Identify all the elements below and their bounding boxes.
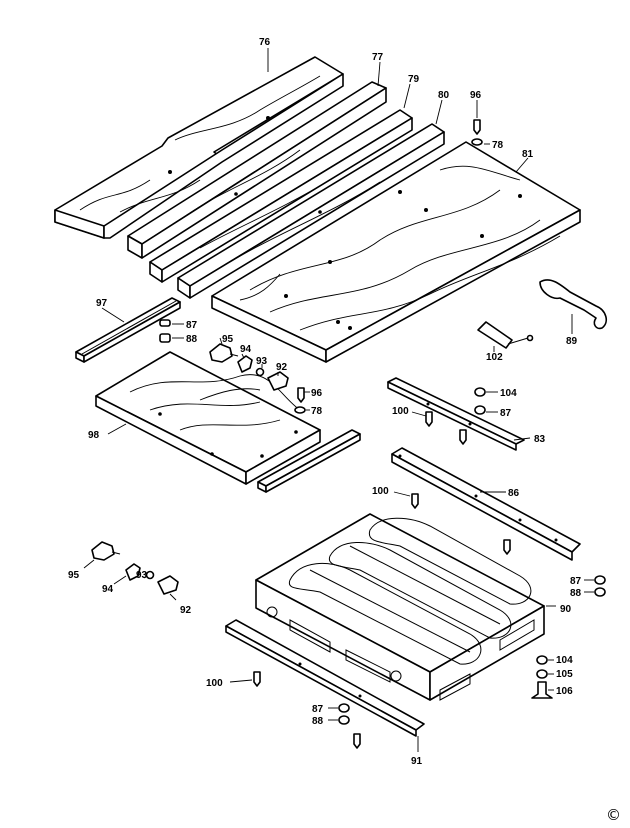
label-79: 79	[408, 74, 420, 85]
label-105: 105	[556, 669, 573, 680]
label-93-upper: 93	[256, 356, 268, 367]
label-91: 91	[411, 756, 423, 767]
label-87-lower: 87	[312, 704, 324, 715]
part-98-rail	[257, 429, 361, 493]
part-76-board	[54, 56, 344, 239]
part-97-rail	[75, 297, 181, 363]
label-83: 83	[534, 434, 546, 445]
part-80-slat	[177, 123, 445, 299]
copyright-mark: ©	[606, 806, 621, 824]
label-87-mid: 87	[500, 408, 512, 419]
label-88-right: 88	[570, 588, 582, 599]
bolt-lower	[353, 733, 361, 749]
part-86-rail	[391, 447, 581, 561]
label-88-lower: 88	[312, 716, 324, 727]
label-98: 98	[88, 430, 100, 441]
label-106: 106	[556, 686, 573, 697]
hardware-83	[425, 387, 486, 445]
label-93-lower: 93	[136, 570, 148, 581]
part-77-slat	[127, 81, 387, 259]
part-102-box-wrench	[477, 321, 534, 349]
label-88-upper: 88	[186, 334, 198, 345]
part-91-rail	[225, 619, 425, 737]
hardware-lower-left	[91, 541, 179, 595]
label-95-upper: 95	[222, 334, 234, 345]
label-78-mid: 78	[311, 406, 323, 417]
label-92-lower: 92	[180, 605, 192, 616]
part-90-base-frame	[255, 513, 545, 701]
label-92-upper: 92	[276, 362, 288, 373]
label-77: 77	[372, 52, 384, 63]
nut-87-lower	[338, 703, 350, 713]
part-83-bar	[387, 377, 525, 451]
label-94-upper: 94	[240, 344, 252, 355]
hardware-right	[531, 575, 606, 699]
nut-88-lower	[338, 715, 350, 725]
label-102: 102	[486, 352, 503, 363]
label-96-mid: 96	[311, 388, 323, 399]
bolt-86	[503, 539, 511, 555]
label-81: 81	[522, 149, 534, 160]
label-86: 86	[508, 488, 520, 499]
leader-lines	[83, 48, 594, 752]
part-100-bolt-lower	[253, 671, 261, 687]
label-96-top: 96	[470, 90, 482, 101]
label-97: 97	[96, 298, 108, 309]
label-104-lower: 104	[556, 655, 573, 666]
label-87-right: 87	[570, 576, 582, 587]
label-95-lower: 95	[68, 570, 80, 581]
part-81-tabletop	[211, 141, 581, 363]
part-79-slat	[149, 109, 413, 283]
part-labels: 76 77 79 80 96 78 81 97 87 88 95 94 93 9…	[68, 37, 582, 767]
part-89-spanner	[539, 279, 608, 330]
label-100-upper: 100	[392, 406, 409, 417]
label-90: 90	[560, 604, 572, 615]
label-76: 76	[259, 37, 271, 48]
part-100-bolt-upper	[411, 493, 419, 509]
label-100-lower: 100	[206, 678, 223, 689]
label-104-upper: 104	[500, 388, 517, 399]
label-87-upper: 87	[186, 320, 198, 331]
label-100-mid: 100	[372, 486, 389, 497]
hardware-upper	[159, 119, 483, 414]
label-94-lower: 94	[102, 584, 114, 595]
part-98-panel	[95, 351, 321, 485]
label-80: 80	[438, 90, 450, 101]
label-89: 89	[566, 336, 578, 347]
label-78-top: 78	[492, 140, 504, 151]
